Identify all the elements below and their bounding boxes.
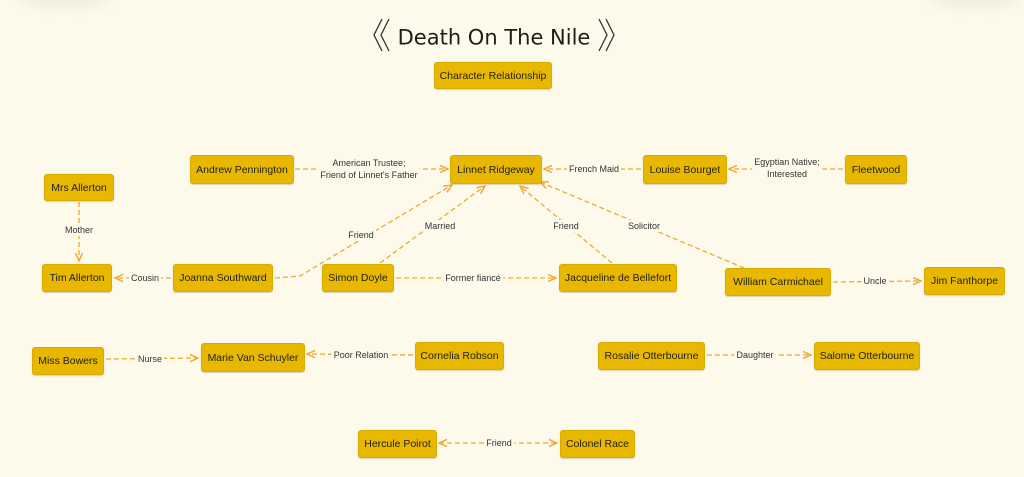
edge-label-miss_bowers-marie: Nurse: [135, 353, 165, 365]
edge-label-simon-jacqueline: Former fiancé: [443, 272, 503, 284]
node-colonel-race[interactable]: Colonel Race: [560, 430, 635, 458]
edge-label-fleetwood-louise: Egyptian Native;Interested: [752, 156, 822, 180]
edge-label-cornelia-marie: Poor Relation: [331, 349, 391, 361]
edge-label-poirot-race: Friend: [484, 437, 514, 449]
left-double-chevron-icon: [372, 18, 390, 57]
edge-label-william-linnet: Solicitor: [625, 220, 663, 232]
edge-label-william-jim: Uncle: [861, 275, 889, 287]
right-double-chevron-icon: [598, 18, 616, 57]
edge-label-simon-linnet: Married: [422, 220, 458, 232]
node-miss-bowers[interactable]: Miss Bowers: [32, 347, 104, 375]
node-louise-bourget[interactable]: Louise Bourget: [643, 155, 727, 184]
edge-label-joanna-tim: Cousin: [128, 272, 162, 284]
node-tim-allerton[interactable]: Tim Allerton: [42, 264, 112, 292]
node-joanna-southward[interactable]: Joanna Southward: [173, 264, 273, 292]
node-linnet-ridgeway[interactable]: Linnet Ridgeway: [450, 155, 542, 184]
edge-label-jacqueline-linnet: Friend: [551, 220, 581, 232]
node-mrs-allerton[interactable]: Mrs Allerton: [44, 174, 114, 201]
node-jim-fanthorpe[interactable]: Jim Fanthorpe: [924, 267, 1005, 295]
node-hercule-poirot[interactable]: Hercule Poirot: [358, 430, 437, 458]
node-simon-doyle[interactable]: Simon Doyle: [322, 264, 394, 292]
node-cornelia-robson[interactable]: Cornelia Robson: [415, 342, 504, 370]
title-text: Death On The Nile: [397, 25, 591, 50]
node-andrew-pennington[interactable]: Andrew Pennington: [190, 155, 294, 184]
edge-label-rosalie-salome: Daughter: [734, 349, 776, 361]
node-william-carmichael[interactable]: William Carmichael: [725, 268, 831, 296]
edge-label-mrs_allerton-tim: Mother: [62, 224, 96, 236]
diagram-title: Death On The Nile: [0, 18, 988, 57]
node-salome-otterbourne[interactable]: Salome Otterbourne: [814, 342, 920, 370]
edge-label-andrew-linnet: American Trustee;Friend of Linnet's Fath…: [318, 157, 420, 181]
node-rosalie-otterbourne[interactable]: Rosalie Otterbourne: [598, 342, 705, 370]
node-fleetwood[interactable]: Fleetwood: [845, 155, 907, 184]
edge-label-louise-linnet: French Maid: [566, 163, 622, 175]
node-marie-van-schuyler[interactable]: Marie Van Schuyler: [201, 343, 305, 372]
node-jacqueline-de-bellefort[interactable]: Jacqueline de Bellefort: [559, 264, 677, 292]
subtitle-box: Character Relationship: [434, 62, 552, 89]
edge-label-joanna-linnet: Friend: [346, 229, 376, 241]
